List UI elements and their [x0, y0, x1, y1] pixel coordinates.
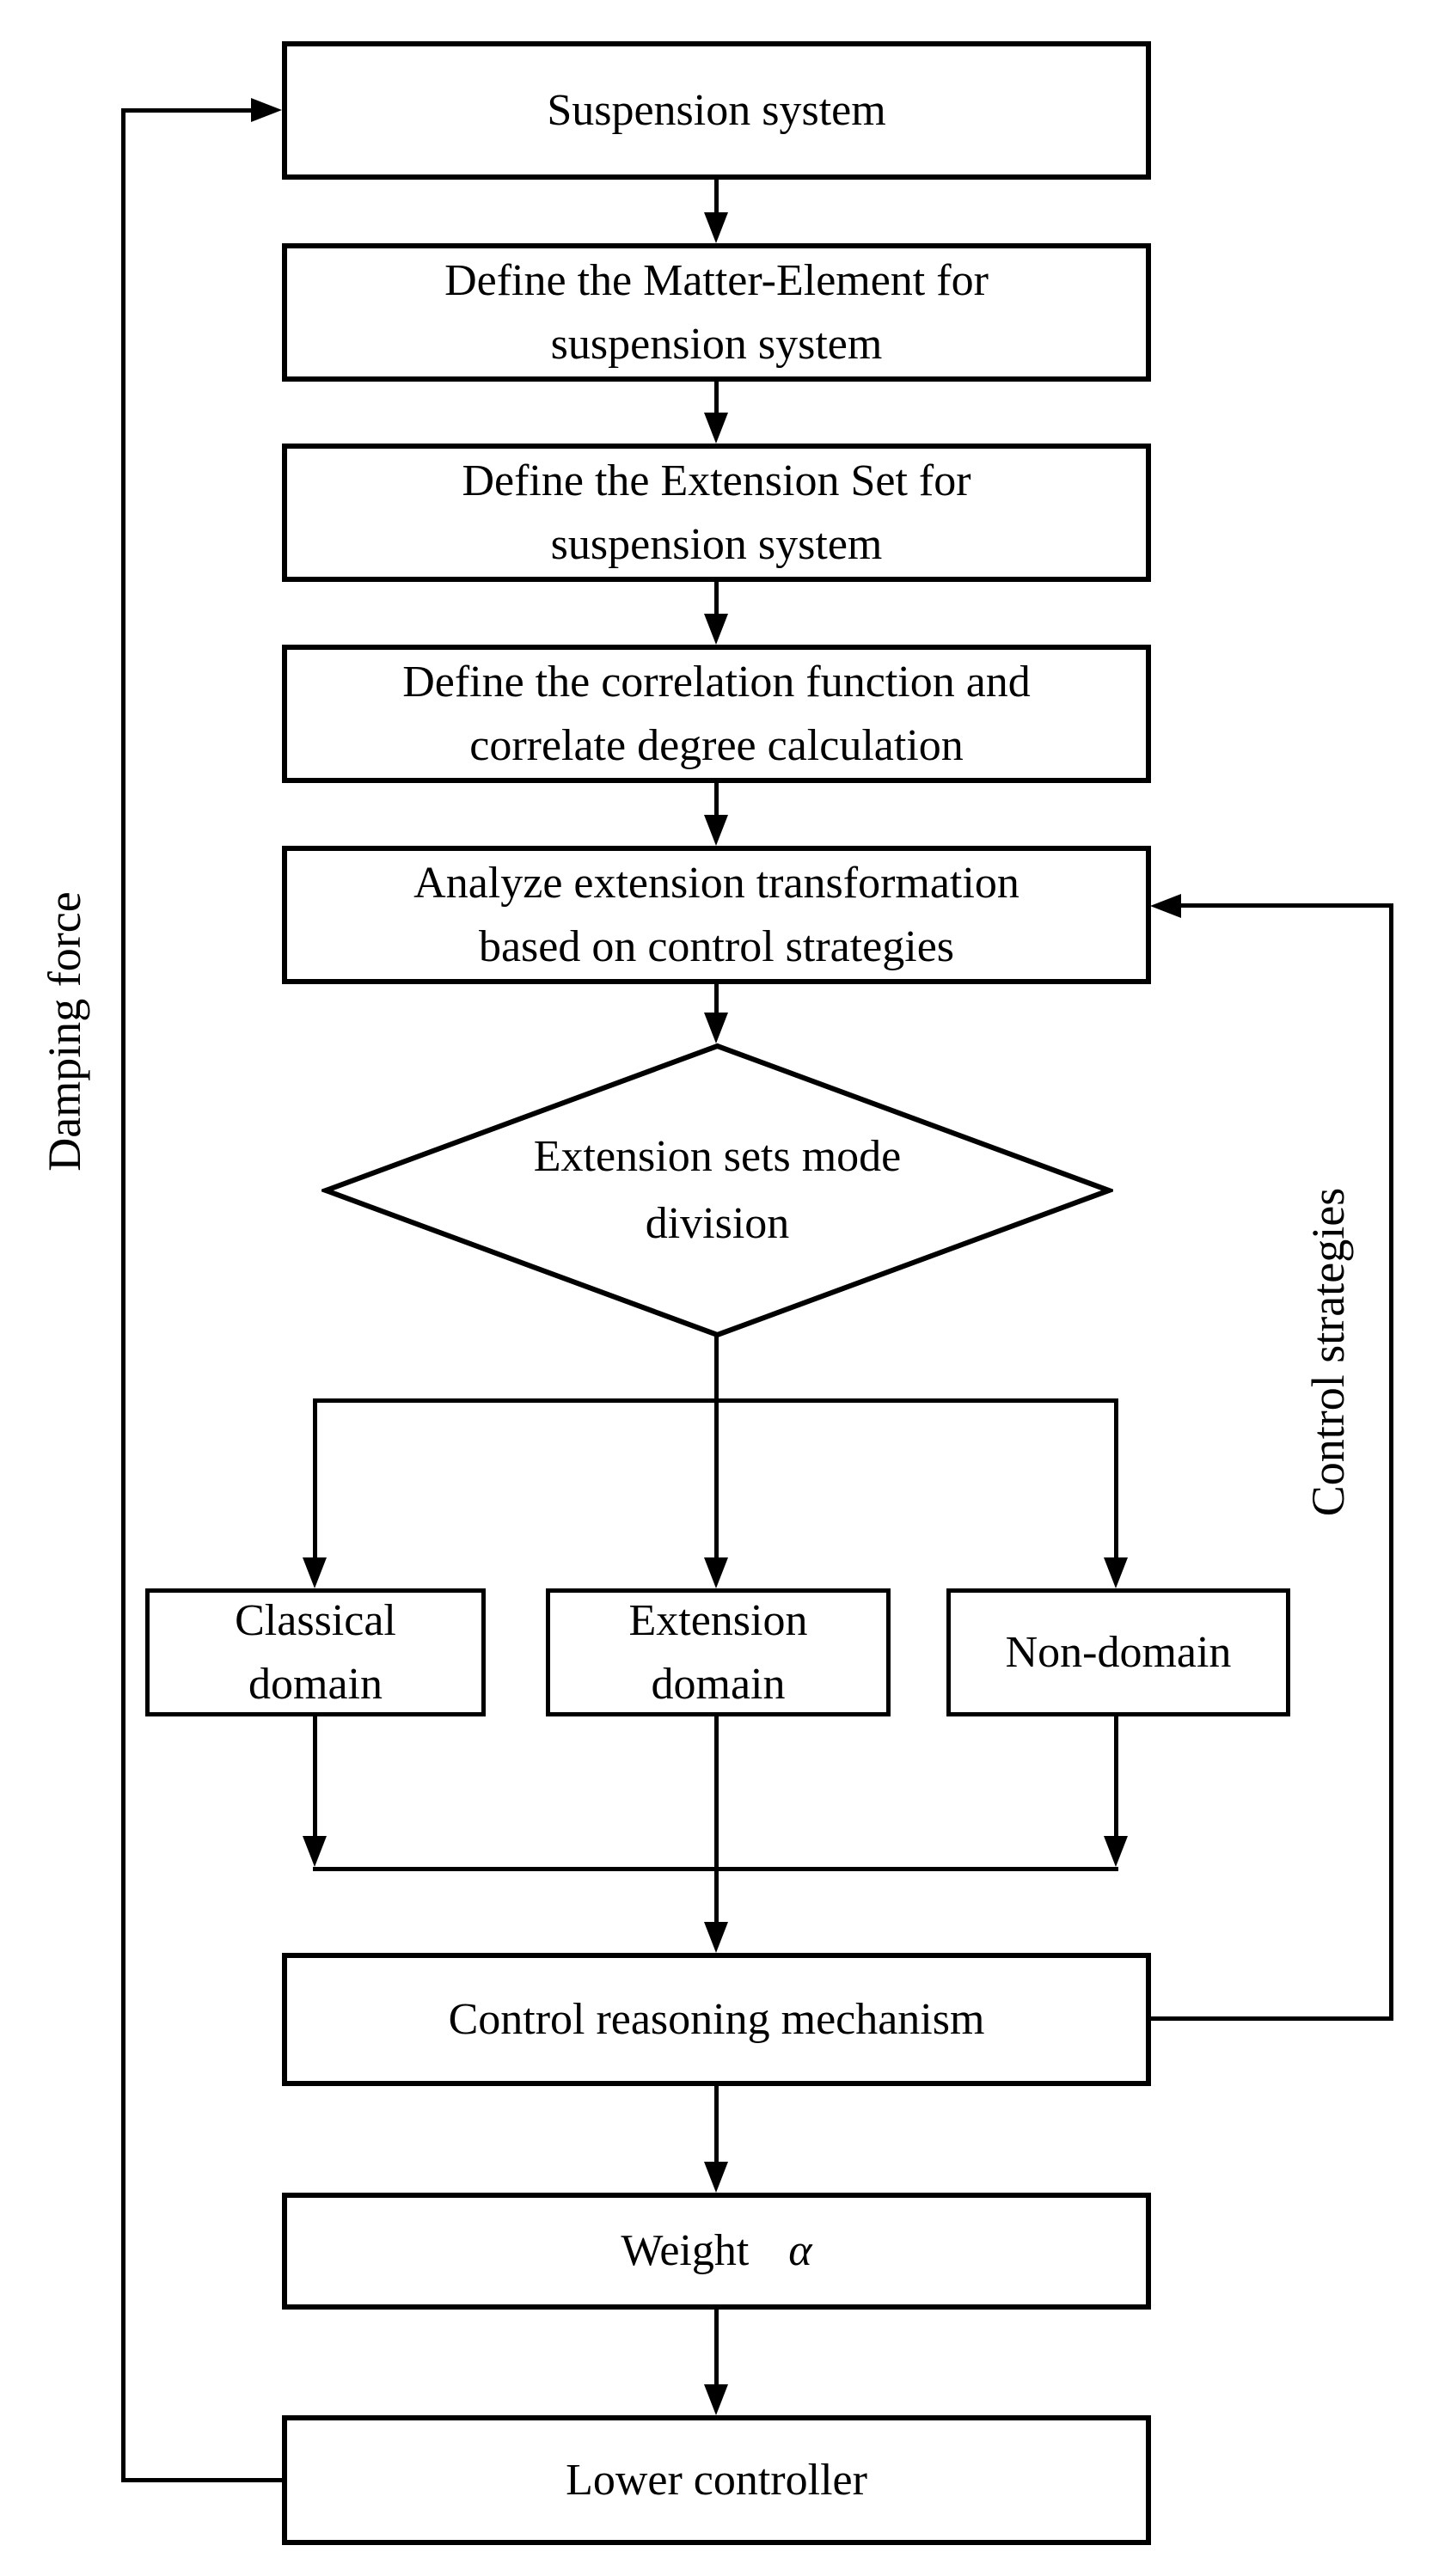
feedback-right-vertical-line	[1389, 903, 1393, 2021]
node-label: Lower controller	[566, 2455, 867, 2505]
node-control-reasoning: Control reasoning mechanism	[282, 1953, 1151, 2086]
node-label: Extension sets mode division	[533, 1132, 902, 1248]
node-label: Non-domain	[1005, 1627, 1232, 1677]
node-label: Analyze extension transformation based o…	[413, 858, 1019, 971]
branch-split-bar	[313, 1398, 1118, 1403]
arrowhead-down-icon	[704, 212, 728, 243]
feedback-right-top-line	[1181, 903, 1393, 908]
connector-line	[714, 1403, 719, 1557]
connector-line	[714, 381, 719, 413]
node-label: Suspension system	[547, 85, 886, 135]
node-non-domain: Non-domain	[946, 1588, 1290, 1716]
arrowhead-down-icon	[704, 2162, 728, 2193]
node-suspension-system: Suspension system	[282, 41, 1151, 180]
arrowhead-down-icon	[704, 815, 728, 846]
connector-line	[714, 179, 719, 213]
node-label: Define the Matter-Element for suspension…	[444, 255, 989, 369]
arrowhead-down-icon	[704, 413, 728, 444]
feedback-left-vertical-line	[121, 108, 126, 2482]
node-matter-element: Define the Matter-Element for suspension…	[282, 243, 1151, 382]
connector-line	[1114, 1716, 1118, 1836]
weight-alpha-symbol: α	[788, 2226, 812, 2276]
arrowhead-down-icon	[704, 1557, 728, 1588]
arrowhead-down-icon	[704, 1922, 728, 1953]
connector-line	[714, 2310, 719, 2385]
node-classical-domain: Classical domain	[145, 1588, 486, 1716]
connector-line	[714, 581, 719, 615]
node-extension-set: Define the Extension Set for suspension …	[282, 444, 1151, 582]
arrowhead-right-icon	[251, 98, 282, 122]
connector-line	[714, 1716, 719, 1924]
connector-line	[714, 782, 719, 816]
node-lower-controller: Lower controller	[282, 2415, 1151, 2545]
feedback-right-bottom-line	[1150, 2016, 1393, 2021]
arrowhead-down-icon	[1104, 1836, 1128, 1867]
label-control-strategies: Control strategies	[1302, 1187, 1354, 1517]
arrowhead-down-icon	[704, 1013, 728, 1043]
connector-line	[714, 1332, 719, 1403]
arrowhead-down-icon	[303, 1836, 327, 1867]
arrowhead-down-icon	[704, 614, 728, 645]
node-label: Extension domain	[628, 1595, 808, 1709]
connector-line	[714, 2086, 719, 2163]
arrowhead-down-icon	[1104, 1557, 1128, 1588]
feedback-left-bottom-line	[121, 2478, 282, 2482]
arrowhead-left-icon	[1150, 894, 1181, 918]
node-label: Define the Extension Set for suspension …	[462, 456, 971, 569]
feedback-left-top-line	[121, 108, 254, 113]
connector-line	[714, 983, 719, 1013]
connector-line	[313, 1716, 317, 1836]
connector-line	[313, 1403, 317, 1557]
node-correlation-function: Define the correlation function and corr…	[282, 645, 1151, 783]
node-weight: Weight α	[282, 2193, 1151, 2310]
label-damping-force: Damping force	[39, 891, 90, 1172]
weight-label: Weight	[621, 2226, 750, 2276]
node-label: Classical domain	[235, 1595, 396, 1709]
node-extension-domain: Extension domain	[546, 1588, 891, 1716]
arrowhead-down-icon	[303, 1557, 327, 1588]
connector-line	[1114, 1403, 1118, 1557]
decision-extension-sets: Extension sets mode division	[321, 1042, 1113, 1339]
node-analyze-transformation: Analyze extension transformation based o…	[282, 846, 1151, 984]
node-label: Define the correlation function and corr…	[402, 657, 1031, 770]
node-label: Control reasoning mechanism	[448, 1994, 985, 2044]
arrowhead-down-icon	[704, 2384, 728, 2415]
